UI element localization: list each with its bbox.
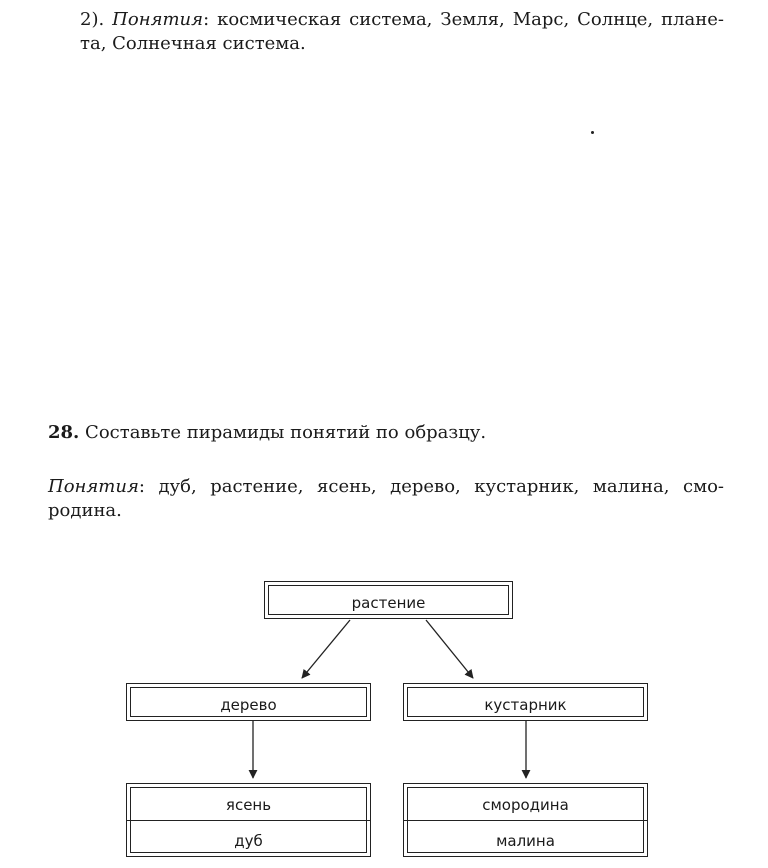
box-right-inner [407,687,644,717]
box-root: растение [264,581,513,619]
task-28-concepts-list: : дуб, растение, ясень, дерево, кустарни… [138,476,724,497]
stray-dot [591,131,594,134]
arrow-root-to-left [301,619,351,679]
box-root-label: растение [351,594,426,612]
box-right-children-divider [404,820,647,821]
box-right-child-2: малина [496,832,555,850]
item-2-line-1: 2). Понятия: космическая система, Земля,… [80,8,724,32]
task-28-concepts-line-2: родина. [48,500,122,521]
task-28-heading: 28. Составьте пирамиды понятий по образц… [48,421,728,445]
arrow-root-to-right [425,619,474,679]
box-right-children: смородина малина [403,783,648,857]
box-left-children-divider [127,820,370,821]
item-2-term: Понятия [112,9,204,30]
box-root-inner [268,585,509,615]
item-2-number: 2). [80,9,113,30]
item-2-paragraph: 2). Понятия: космическая система, Земля,… [80,8,724,56]
box-right-label: кустарник [484,696,567,714]
task-28-concepts: Понятия: дуб, растение, ясень, дерево, к… [48,475,724,523]
box-left-child-2: дуб [234,832,263,850]
box-left-child-1: ясень [225,796,272,814]
task-28-term: Понятия [48,476,139,497]
item-2-line-2: та, Солнечная система. [80,33,306,54]
box-left-label: дерево [220,696,277,714]
box-right: кустарник [403,683,648,721]
task-28-text: Составьте пирамиды понятий по образцу. [79,422,487,443]
box-left-inner [130,687,367,717]
box-left-children: ясень дуб [126,783,371,857]
task-28-line: 28. Составьте пирамиды понятий по образц… [48,421,728,445]
task-28-concepts-line-1: Понятия: дуб, растение, ясень, дерево, к… [48,475,724,499]
box-right-child-1: смородина [482,796,569,814]
item-2-concepts: : космическая система, Земля, Марс, Солн… [203,9,725,30]
task-28-number: 28. [48,422,80,443]
box-left: дерево [126,683,371,721]
